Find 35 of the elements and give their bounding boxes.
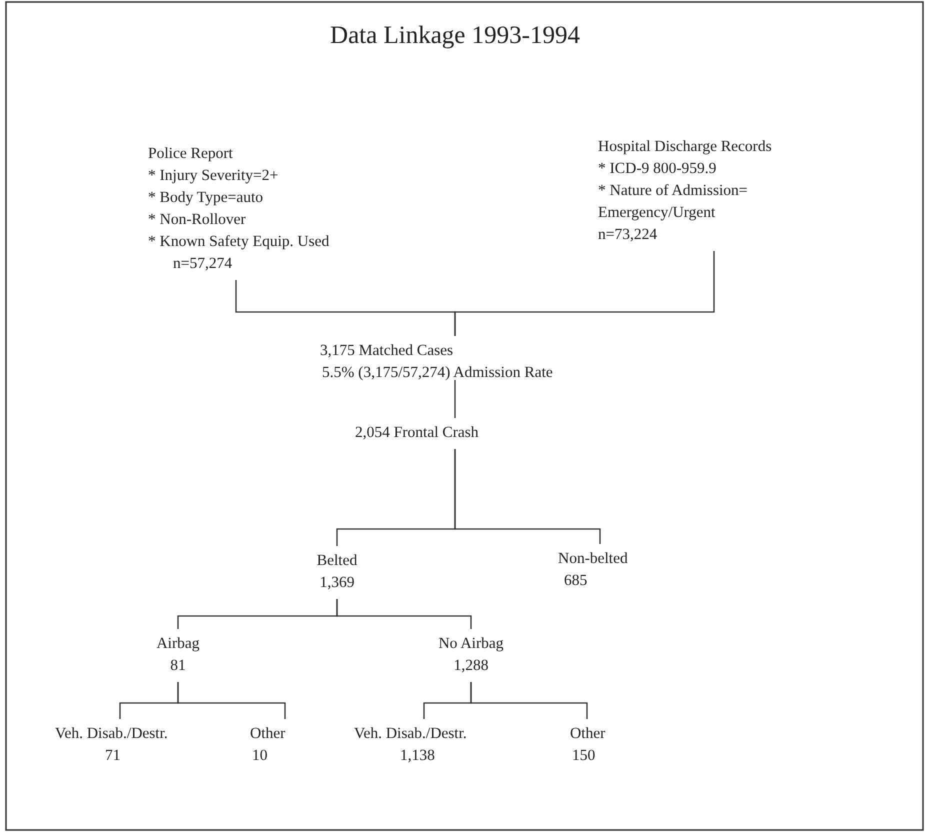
- node-label: Belted: [316, 551, 358, 571]
- diagram-title: Data Linkage 1993-1994: [330, 21, 580, 51]
- connector-line: [177, 682, 286, 719]
- node-label: * ICD-9 800-959.9: [598, 159, 716, 179]
- node-label: 5.5% (3,175/57,274) Admission Rate: [321, 363, 553, 383]
- node-label: n=57,274: [172, 254, 232, 274]
- node-label: Hospital Discharge Records: [598, 137, 772, 157]
- node-label: Veh. Disab./Destr.: [55, 724, 168, 744]
- node-label: 81: [169, 656, 187, 676]
- node-label: 685: [563, 571, 588, 591]
- node-label: 1,288: [452, 656, 490, 676]
- connector-line: [454, 449, 601, 544]
- node-label: * Non-Rollover: [148, 210, 246, 230]
- connector-line: [470, 682, 588, 719]
- node-label: * Injury Severity=2+: [148, 166, 278, 186]
- node-label: 1,138: [399, 746, 435, 766]
- node-label: Police Report: [148, 144, 233, 164]
- node-label: No Airbag: [437, 634, 504, 654]
- node-label: 1,369: [318, 573, 356, 593]
- node-label: Other: [250, 724, 286, 744]
- node-label: 2,054 Frontal Crash: [355, 423, 479, 443]
- node-label: * Known Safety Equip. Used: [148, 232, 330, 252]
- node-label: 150: [571, 746, 596, 766]
- node-label: * Body Type=auto: [148, 188, 264, 208]
- node-label: 10: [251, 746, 268, 766]
- node-label: Airbag: [155, 634, 201, 654]
- node-label: Non-belted: [558, 549, 628, 569]
- node-label: Other: [570, 724, 606, 744]
- node-label: Veh. Disab./Destr.: [354, 724, 467, 744]
- node-label: 3,175 Matched Cases: [320, 341, 454, 361]
- node-label: n=73,224: [598, 225, 658, 245]
- node-label: 71: [104, 746, 120, 766]
- connector-line: [454, 251, 715, 336]
- connector-line: [336, 599, 472, 629]
- connector-line: [454, 379, 456, 418]
